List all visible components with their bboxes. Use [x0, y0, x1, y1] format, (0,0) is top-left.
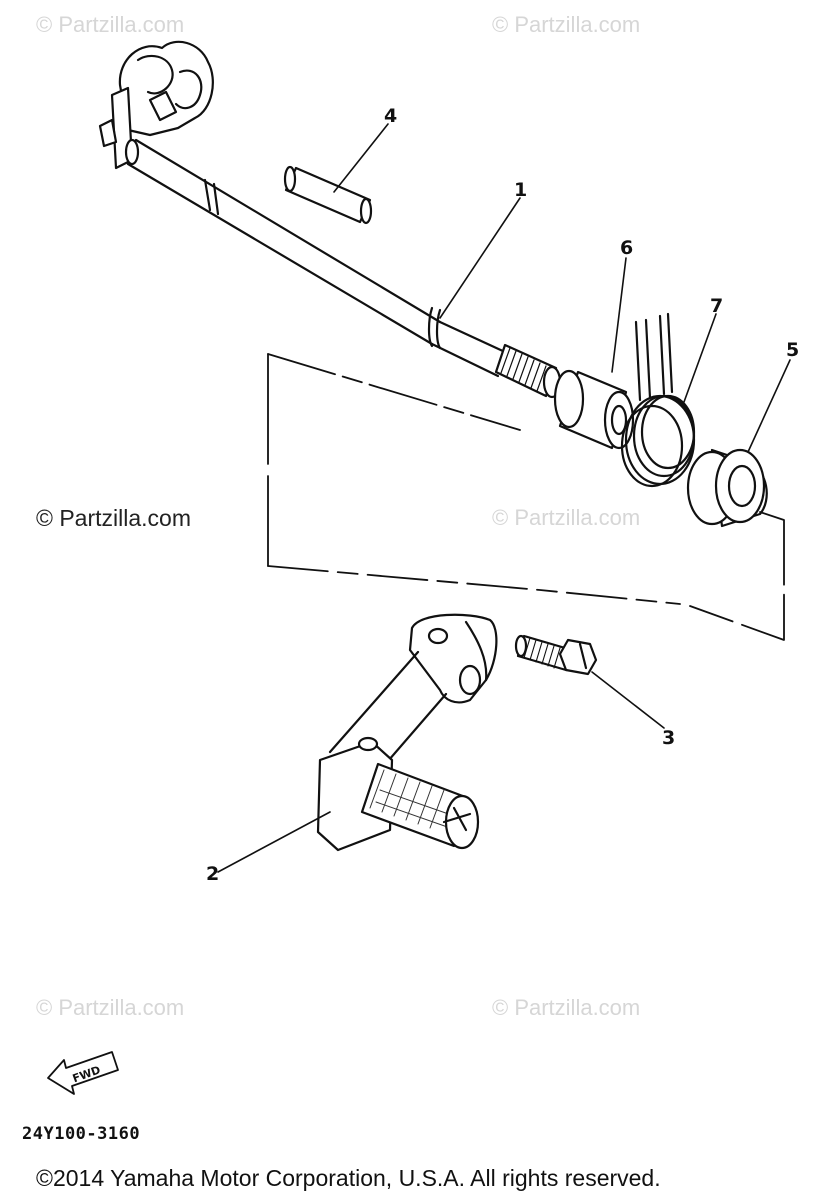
watermark: © Partzilla.com	[492, 12, 641, 37]
spring-part-7	[620, 312, 696, 488]
callout-7: 7	[710, 295, 723, 317]
oil-seal-part-5	[686, 448, 768, 528]
callout-1: 1	[514, 179, 527, 201]
callout-2: 2	[206, 863, 219, 885]
watermark: © Partzilla.com	[36, 505, 191, 531]
callout-4: 4	[384, 105, 397, 127]
callout-5: 5	[786, 339, 799, 361]
diagram-code: 24Y100-3160	[22, 1124, 141, 1144]
shift-shaft	[98, 40, 562, 399]
fwd-arrow-icon	[47, 1051, 119, 1095]
pin-part-4	[283, 165, 373, 225]
watermark: © Partzilla.com	[492, 505, 641, 530]
collar-part-6	[553, 369, 635, 450]
watermark: © Partzilla.com	[36, 12, 185, 37]
watermark: © Partzilla.com	[492, 995, 641, 1020]
copyright-notice: ©2014 Yamaha Motor Corporation, U.S.A. A…	[36, 1165, 661, 1191]
callout-6: 6	[620, 237, 633, 259]
leader-lines	[217, 123, 791, 873]
assembly-bracket	[267, 353, 785, 641]
callout-3: 3	[662, 727, 675, 749]
shift-pedal-part-2	[316, 613, 498, 852]
watermark: © Partzilla.com	[36, 995, 185, 1020]
bolt-part-3	[514, 634, 598, 676]
